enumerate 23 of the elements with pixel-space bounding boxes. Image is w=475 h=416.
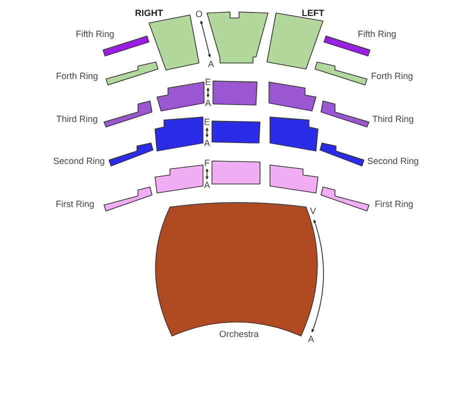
ring-label: First Ring bbox=[374, 199, 414, 209]
ring-label: Forth Ring bbox=[56, 71, 98, 81]
row-letter: O bbox=[196, 9, 202, 19]
row-letter: E bbox=[205, 77, 211, 87]
row-letter: A bbox=[204, 138, 210, 148]
ring-label: Second Ring bbox=[367, 156, 419, 166]
row-letter: V bbox=[310, 206, 316, 216]
ring-label: Third Ring bbox=[56, 114, 98, 124]
side-label: RIGHT bbox=[135, 8, 163, 18]
section-label: Orchestra bbox=[219, 329, 259, 339]
row-letter: F bbox=[204, 158, 210, 168]
ring-label: First Ring bbox=[56, 199, 94, 209]
row-letter: A bbox=[308, 334, 314, 344]
side-label: LEFT bbox=[302, 8, 324, 18]
ring-label: Fifth Ring bbox=[76, 29, 114, 39]
row-letter: A bbox=[208, 59, 214, 69]
ring-label: Forth Ring bbox=[370, 71, 414, 81]
ring-label: Third Ring bbox=[372, 114, 414, 124]
ring-label: Second Ring bbox=[53, 156, 105, 166]
row-letter: A bbox=[205, 98, 211, 108]
row-letter: A bbox=[204, 180, 210, 190]
row-letter: E bbox=[204, 117, 210, 127]
ring-label: Fifth Ring bbox=[358, 29, 396, 39]
